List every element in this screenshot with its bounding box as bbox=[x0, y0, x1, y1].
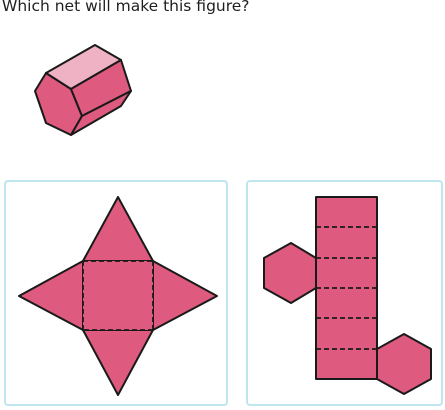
hexagonal-prism-net bbox=[263, 196, 432, 395]
question-prompt: Which net will make this figure? bbox=[2, 0, 250, 15]
hexagonal-prism-drawing bbox=[34, 44, 132, 136]
prism-side-face-lower bbox=[70, 90, 132, 136]
net-triangle-left bbox=[18, 260, 84, 331]
net-hexagon-left bbox=[263, 242, 317, 304]
fold-lines bbox=[315, 226, 378, 379]
square-pyramid-net bbox=[18, 196, 218, 396]
net-hexagon-right bbox=[376, 333, 432, 395]
net-triangle-right bbox=[152, 260, 218, 331]
net-triangle-bottom bbox=[82, 329, 154, 396]
hexagonal-prism-figure bbox=[30, 40, 138, 140]
net-square-base bbox=[83, 261, 153, 330]
answer-choice-1[interactable] bbox=[4, 180, 228, 406]
fold-lines bbox=[82, 260, 154, 331]
answer-choice-2[interactable] bbox=[246, 180, 443, 406]
net-triangle-top bbox=[82, 196, 154, 262]
